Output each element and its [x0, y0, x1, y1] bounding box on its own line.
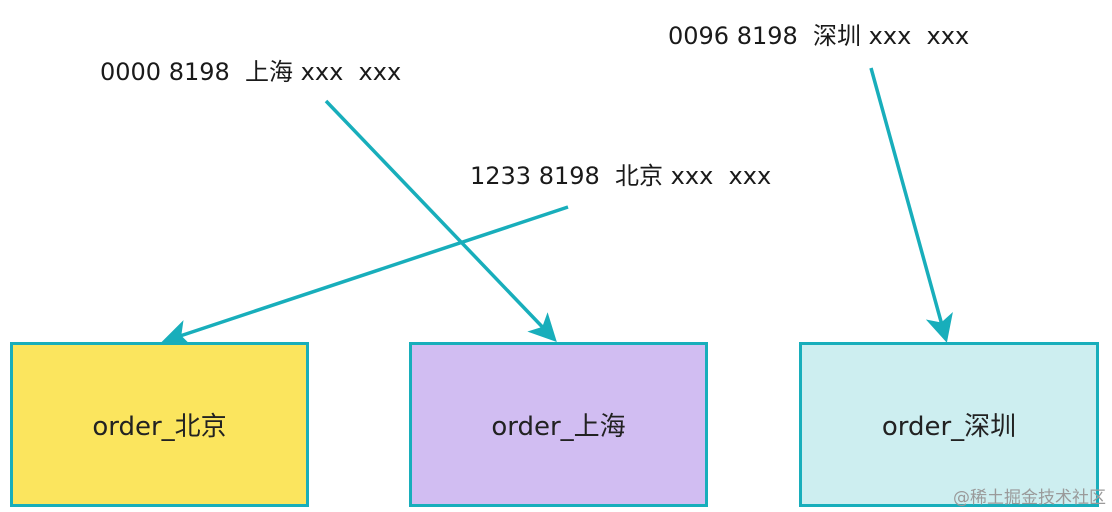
arrow-shenzhen: [869, 67, 953, 343]
table-shanghai-label: order_上海: [491, 412, 626, 442]
record-shenzhen: 0096 8198 深圳 xxx xxx: [668, 22, 970, 50]
watermark: @稀土掘金技术社区: [953, 488, 1106, 508]
record-beijing: 1233 8198 北京 xxx xxx: [470, 162, 772, 190]
table-beijing: order_北京: [10, 342, 309, 507]
table-beijing-label: order_北京: [92, 412, 227, 442]
arrow-beijing: [161, 205, 569, 347]
record-shanghai: 0000 8198 上海 xxx xxx: [100, 58, 402, 86]
table-shenzhen-label: order_深圳: [881, 412, 1017, 442]
table-shanghai: order_上海: [409, 342, 708, 507]
table-shenzhen: order_深圳: [799, 342, 1099, 507]
arrow-shanghai: [324, 99, 557, 343]
